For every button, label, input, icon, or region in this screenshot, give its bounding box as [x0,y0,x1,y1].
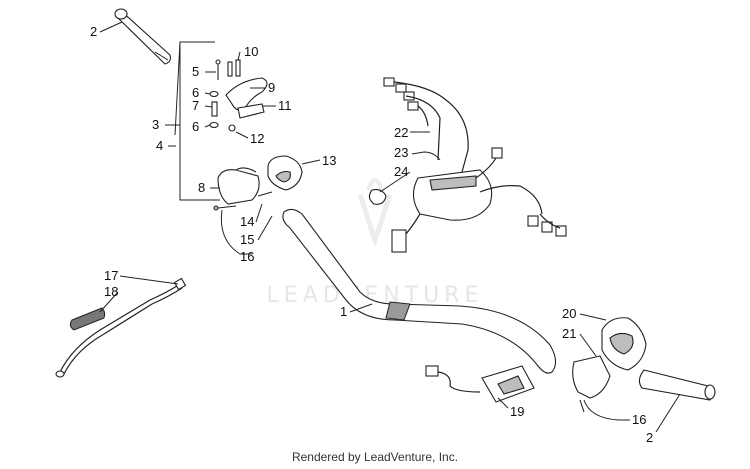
bracket-lines [174,41,220,201]
throttle-cable[interactable] [55,277,187,378]
left-switch-housing[interactable] [213,167,273,211]
left-grip[interactable] [114,8,171,65]
callout-23[interactable]: 23 [394,145,408,160]
callout-11[interactable]: 11 [278,98,292,113]
callout-7[interactable]: 7 [192,98,199,113]
footer-credit: Rendered by LeadVenture, Inc. [291,450,459,464]
watermark-logo [357,178,393,248]
callout-1[interactable]: 1 [340,304,347,319]
callout-4[interactable]: 4 [156,138,163,153]
callout-15[interactable]: 15 [240,232,254,247]
wiring-harness[interactable] [368,77,567,253]
leader-lines [99,21,681,433]
callout-9[interactable]: 9 [268,80,275,95]
callout-22[interactable]: 22 [394,125,408,140]
callout-14[interactable]: 14 [240,214,254,229]
callout-8[interactable]: 8 [198,180,205,195]
callout-5[interactable]: 5 [192,64,199,79]
mirror-clamp[interactable] [225,77,268,132]
callout-3[interactable]: 3 [152,117,159,132]
callout-10[interactable]: 10 [244,44,258,59]
callout-20[interactable]: 20 [562,306,576,321]
switch-13[interactable] [267,155,303,191]
callout-24[interactable]: 24 [394,164,408,179]
callout-19[interactable]: 19 [510,404,524,419]
right-switch-housing[interactable] [572,317,647,413]
callout-16-left[interactable]: 16 [240,249,254,264]
callout-18[interactable]: 18 [104,284,118,299]
callout-6-lower[interactable]: 6 [192,119,199,134]
callout-16-right[interactable]: 16 [632,412,646,427]
callout-12[interactable]: 12 [250,131,264,146]
callouts: 2 10 5 6 9 7 11 3 6 12 4 13 8 14 15 16 1… [90,24,653,445]
callout-2-left[interactable]: 2 [90,24,97,39]
callout-21[interactable]: 21 [562,326,576,341]
callout-13[interactable]: 13 [322,153,336,168]
callout-2-right[interactable]: 2 [646,430,653,445]
callout-17[interactable]: 17 [104,268,118,283]
callout-6-upper[interactable]: 6 [192,85,199,100]
harness-19[interactable] [425,365,535,403]
handlebar[interactable] [282,208,557,374]
right-grip[interactable] [638,369,716,401]
